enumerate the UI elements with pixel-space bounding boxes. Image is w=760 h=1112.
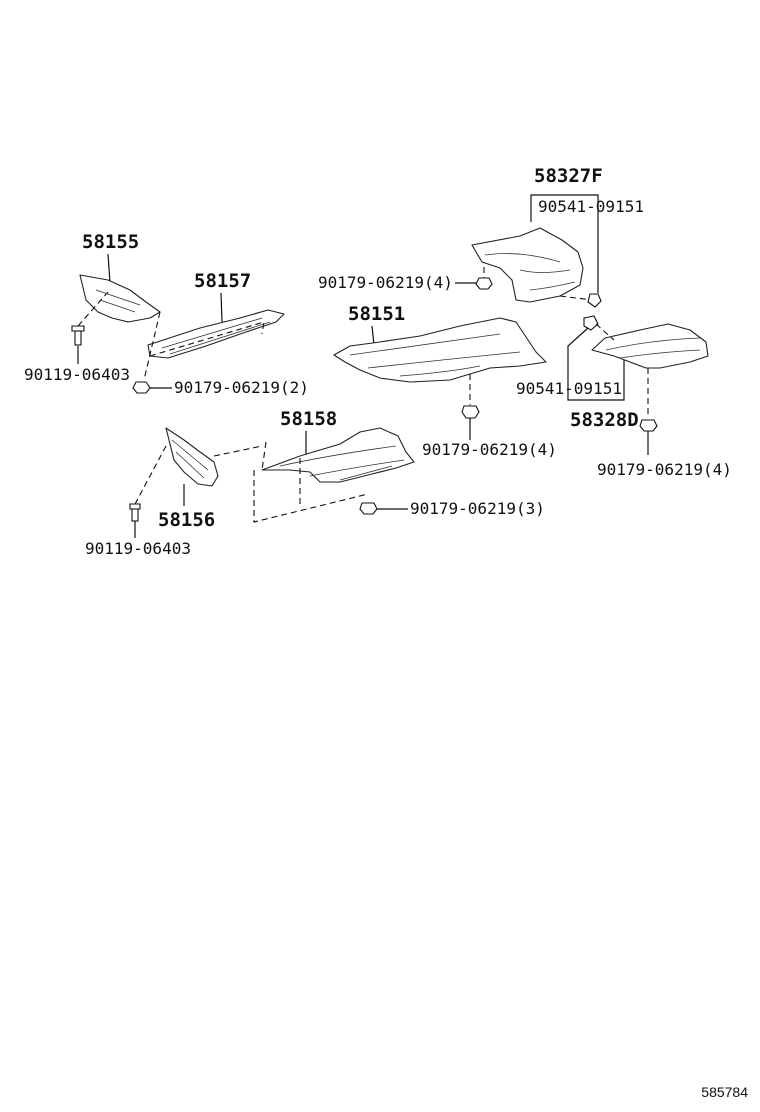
bracket-58328D xyxy=(567,327,625,401)
label-58151: 58151 xyxy=(348,303,405,325)
heat-insulator-58328D xyxy=(591,323,709,369)
label-58157: 58157 xyxy=(194,270,251,292)
label-90179-06219-4-d: 90179-06219(4) xyxy=(597,460,732,479)
nut-90179-b xyxy=(132,381,151,394)
diagram-id: 585784 xyxy=(701,1084,748,1100)
bolt-90119-a-shank xyxy=(74,330,82,346)
label-58156: 58156 xyxy=(158,509,215,531)
label-90119-06403-b: 90119-06403 xyxy=(85,539,191,558)
fastener-90541-top xyxy=(587,293,602,308)
nut-90179-a xyxy=(475,277,493,290)
leader-58157 xyxy=(220,292,223,323)
fastener-90541-bot xyxy=(583,315,599,331)
label-58158: 58158 xyxy=(280,408,337,430)
label-58155: 58155 xyxy=(82,231,139,253)
label-90541-09151-top: 90541-09151 xyxy=(538,197,644,216)
nut-90179-c xyxy=(461,405,480,419)
bolt-90119-b-head xyxy=(129,503,141,510)
leader-58155 xyxy=(107,253,111,284)
nut-90179-e xyxy=(359,502,378,515)
bolt-90119-a-head xyxy=(71,325,85,332)
nut-90179-d xyxy=(639,419,658,432)
bracket-58327F xyxy=(530,194,599,293)
label-90119-06403-a: 90119-06403 xyxy=(24,365,130,384)
label-90179-06219-4-c: 90179-06219(4) xyxy=(422,440,557,459)
leader-58151 xyxy=(371,325,375,346)
label-58327F: 58327F xyxy=(534,165,603,187)
bolt-90119-b-shank xyxy=(131,508,139,522)
label-90179-06219-3: 90179-06219(3) xyxy=(410,499,545,518)
heat-insulator-58157 xyxy=(147,309,285,359)
heat-insulator-58327F xyxy=(471,227,584,303)
label-90541-09151-bot: 90541-09151 xyxy=(516,379,622,398)
label-90179-06219-4-a: 90179-06219(4) xyxy=(318,273,453,292)
label-90179-06219-2: 90179-06219(2) xyxy=(174,378,309,397)
label-58328D: 58328D xyxy=(570,409,639,431)
